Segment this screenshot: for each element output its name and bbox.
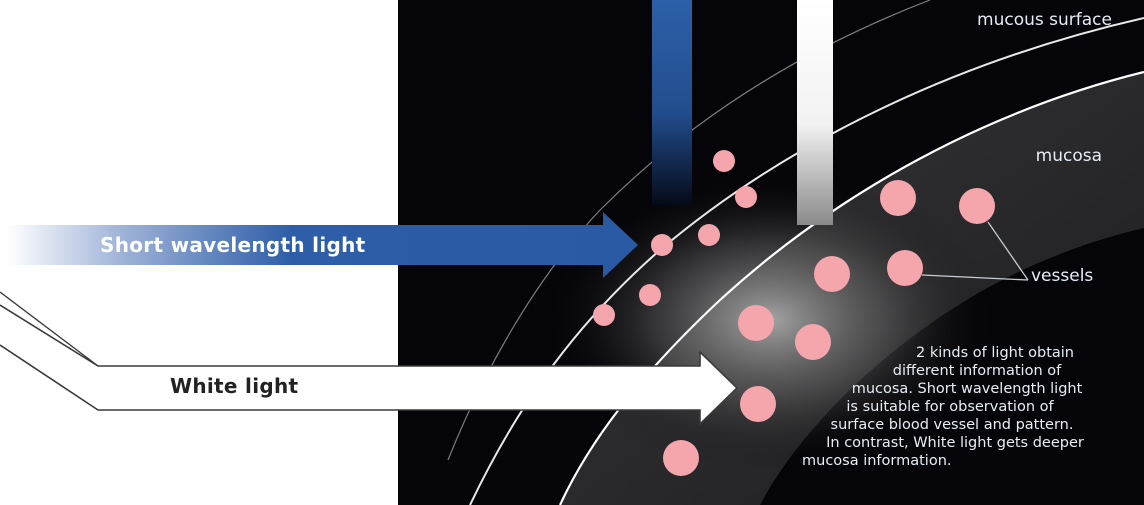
- vessel-dot: [698, 224, 720, 246]
- description-line: mucosa. Short wavelength light: [790, 380, 1120, 398]
- description-line: 2 kinds of light obtain: [790, 344, 1120, 362]
- vessel-dot: [814, 256, 850, 292]
- vessel-dot: [663, 440, 699, 476]
- mucosa-label: mucosa: [1036, 146, 1102, 166]
- vessel-dot: [738, 305, 774, 341]
- description-line: In contrast, White light gets deeper: [790, 434, 1120, 452]
- vessel-dot: [880, 180, 916, 216]
- vessel-dot: [735, 186, 757, 208]
- vessel-dot: [593, 304, 615, 326]
- vessel-dot: [959, 188, 995, 224]
- vessel-dot: [651, 234, 673, 256]
- white-light-label: White light: [170, 374, 298, 398]
- vessel-dot: [639, 284, 661, 306]
- vessels-label: vessels: [1031, 266, 1093, 286]
- vessel-dot: [713, 150, 735, 172]
- vessel-dot: [887, 250, 923, 286]
- description-line: different information of: [790, 362, 1120, 380]
- white-light-vertical-beam: [797, 0, 833, 225]
- description-line: mucosa information.: [790, 452, 1120, 470]
- description-line: is suitable for observation of: [790, 398, 1120, 416]
- short-light-vertical-beam: [652, 0, 692, 205]
- description-line: surface blood vessel and pattern.: [790, 416, 1120, 434]
- description-text: 2 kinds of light obtain different inform…: [790, 344, 1120, 470]
- vessel-dot: [740, 386, 776, 422]
- mucous-surface-label: mucous surface: [977, 10, 1112, 30]
- short-wavelength-label: Short wavelength light: [100, 233, 366, 257]
